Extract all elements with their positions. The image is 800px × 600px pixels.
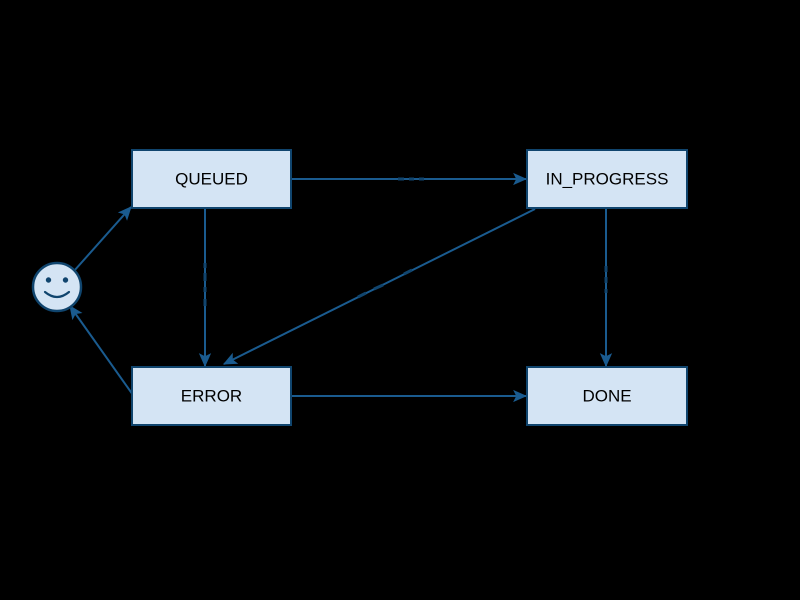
start-state-node[interactable] <box>31 261 83 313</box>
node-in-progress[interactable]: IN_PROGRESS <box>526 149 688 209</box>
node-done-box[interactable] <box>526 366 688 426</box>
smiley-mouth-icon <box>43 290 71 299</box>
node-done[interactable]: DONE <box>526 366 688 426</box>
smiley-face-icon[interactable] <box>31 261 83 313</box>
edge-start-to-queued <box>73 206 132 272</box>
smiley-left-eye-icon <box>45 277 52 283</box>
edge-error-to-start <box>69 305 134 396</box>
smiley-right-eye-icon <box>62 277 69 283</box>
node-in-progress-box[interactable] <box>526 149 688 209</box>
edge-in-progress-to-error <box>222 208 536 365</box>
node-queued-box[interactable] <box>131 149 292 209</box>
node-error-box[interactable] <box>131 366 292 426</box>
node-error[interactable]: ERROR <box>131 366 292 426</box>
node-queued[interactable]: QUEUED <box>131 149 292 209</box>
